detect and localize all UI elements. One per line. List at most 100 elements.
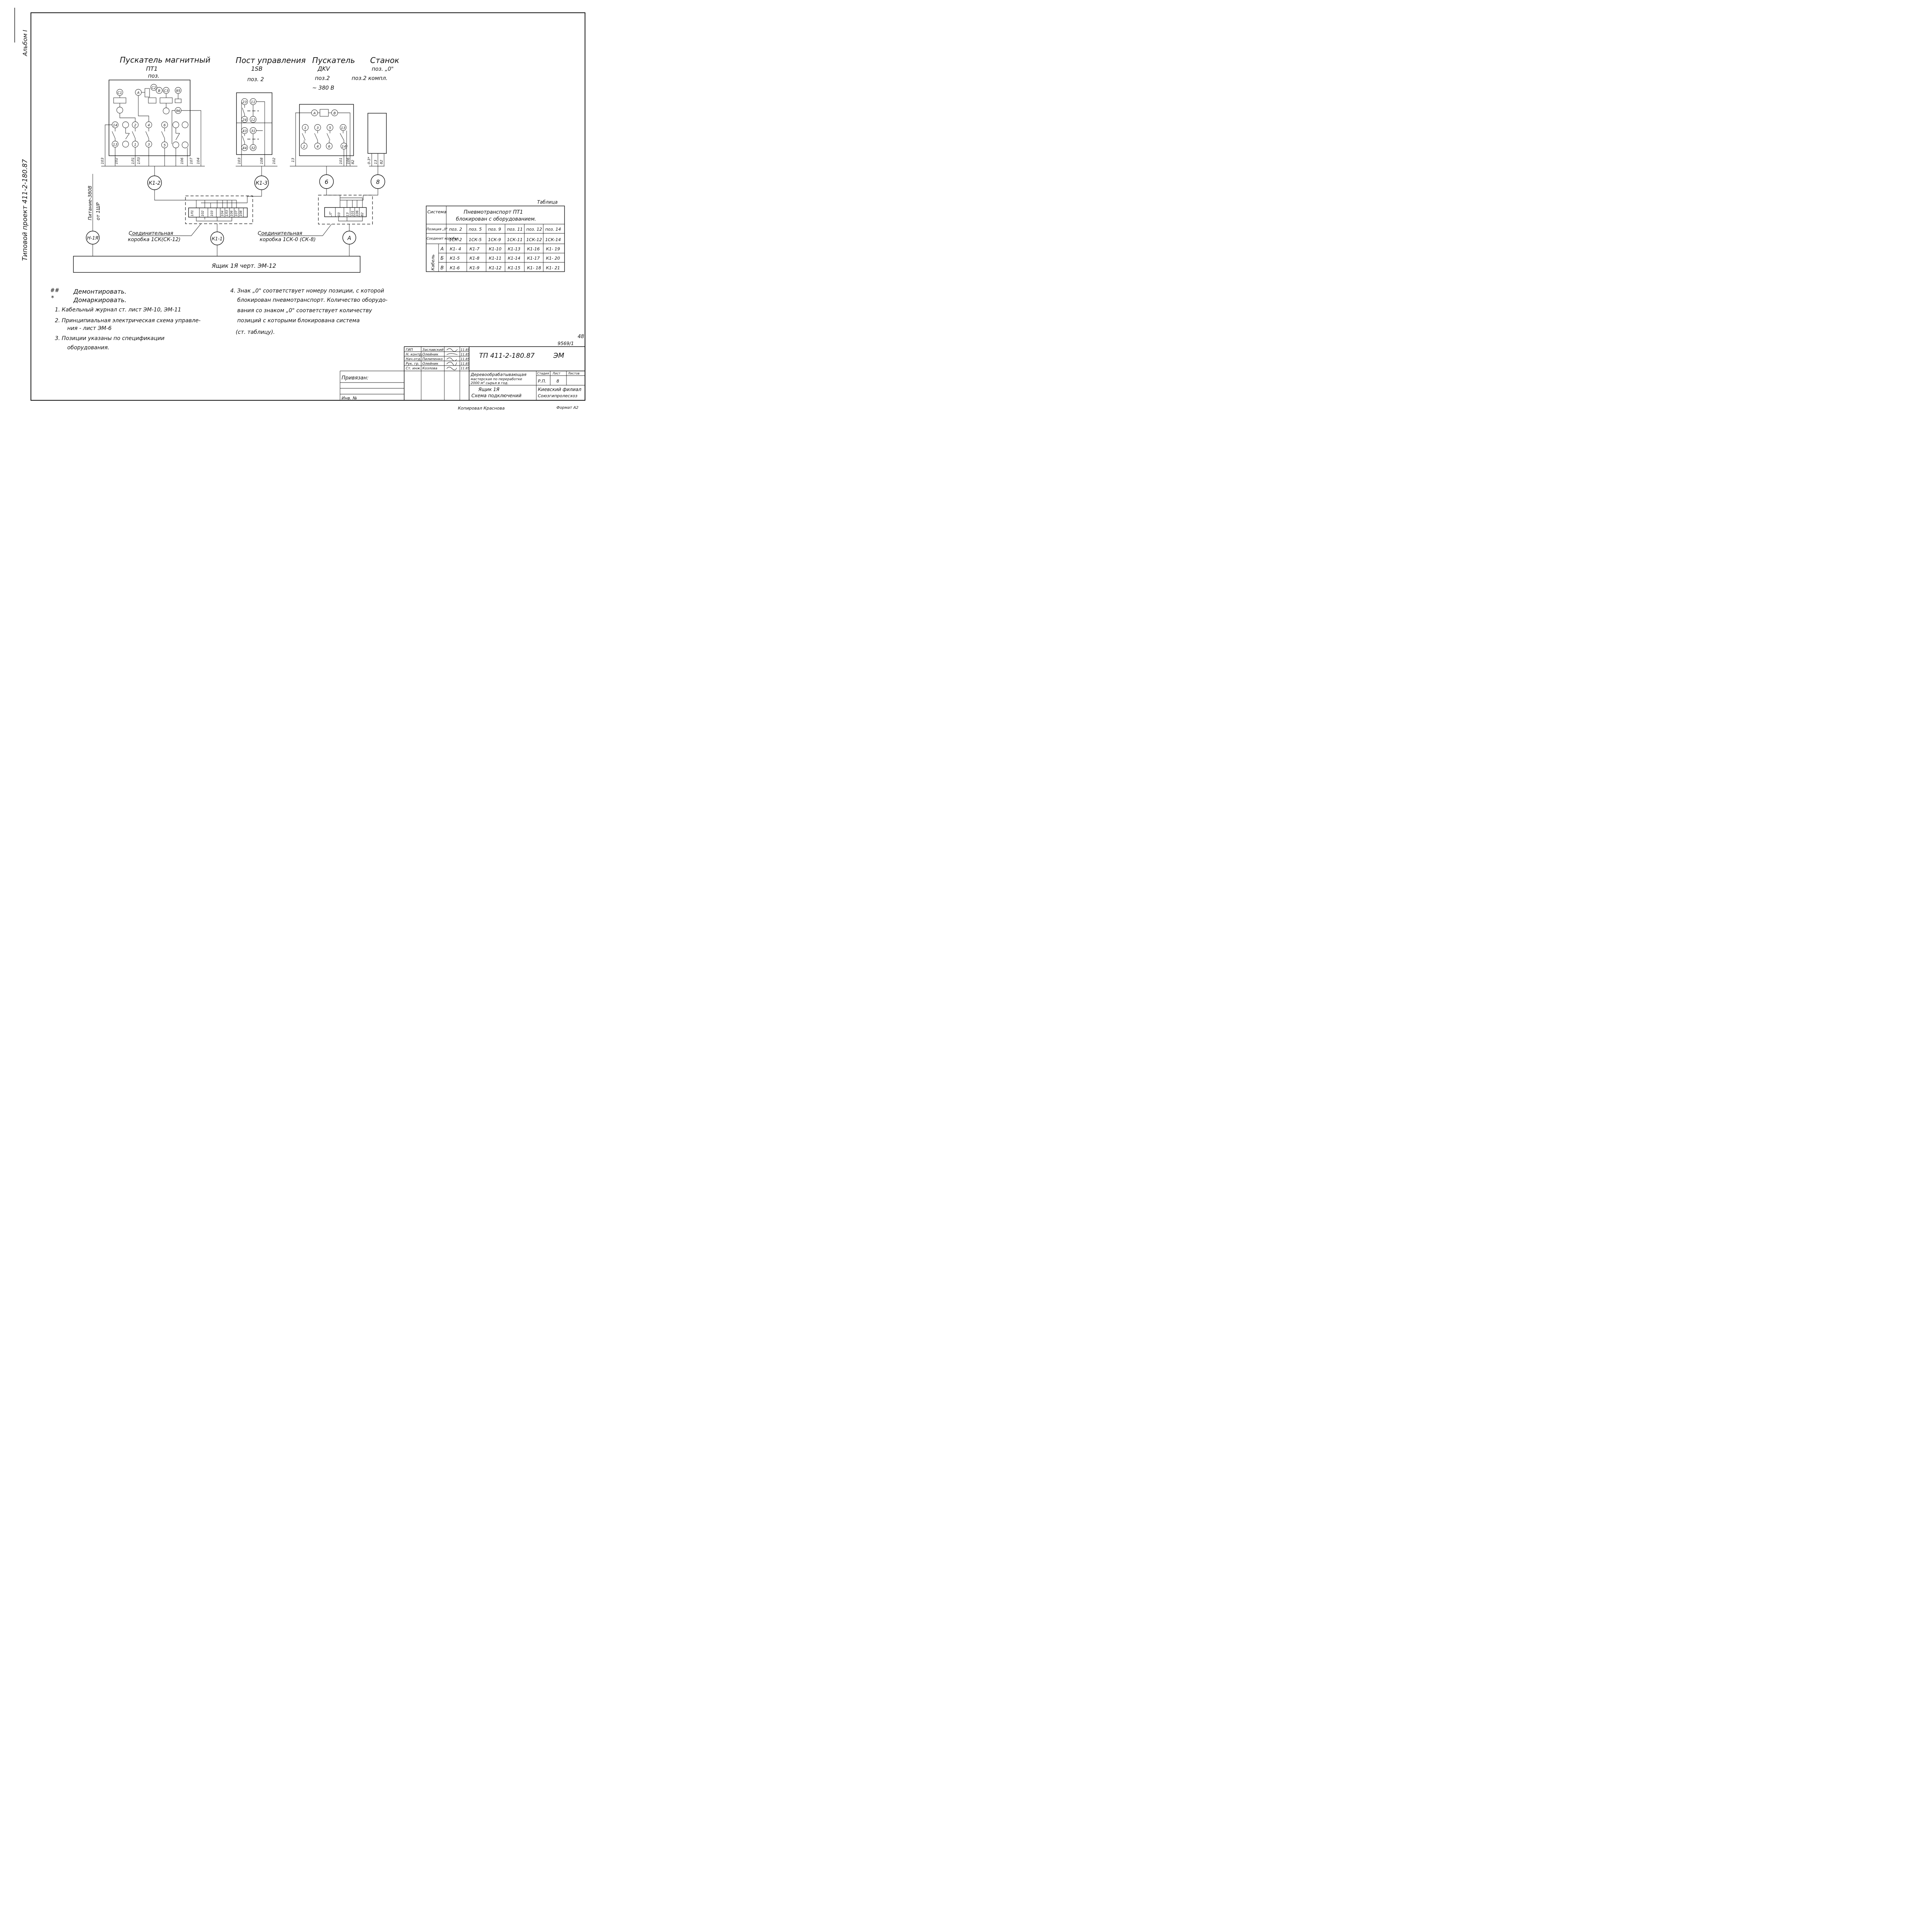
table-row-key-1: Б <box>440 255 444 261</box>
stamp-title2: мастерская по переработке <box>471 378 522 381</box>
pt1-96: 96 <box>176 109 180 113</box>
date-1: 11.85 <box>461 353 469 356</box>
stamp-sheet-h: Лист <box>552 372 561 375</box>
cable-6: 6 <box>325 179 328 185</box>
post-title: Пост управления <box>236 56 306 65</box>
pt1-title: Пускатель магнитный <box>120 55 211 65</box>
j1-t6: 106 <box>230 211 233 216</box>
post-w-103: 103 <box>238 158 242 164</box>
cable-a: А <box>347 235 351 242</box>
j2-t6: 82 <box>361 213 364 216</box>
pt1-w-102: 102 <box>115 158 119 164</box>
note-n4d: позиций с которыми блокирована система <box>237 318 360 324</box>
table-cell-1-3: К1-14 <box>508 256 520 261</box>
j1-t1: 1Л1 <box>190 210 194 216</box>
table-cell-0-2: К1-10 <box>489 247 502 252</box>
name-4: Козлова <box>422 367 437 371</box>
j2-t5: 106 <box>355 211 359 216</box>
doc-code: 9569/1 <box>558 341 574 346</box>
pt1-w-1l1: 1Л1 <box>131 157 135 164</box>
pt1-5: 5 <box>163 144 166 148</box>
cable-k1-3: К1-3 <box>256 180 267 186</box>
connection-diagram: Альбом I Типовой проект 411-2-180.87 Пус… <box>14 8 585 411</box>
kv-2: 2 <box>303 145 305 149</box>
table-cell-1-2: К1-11 <box>489 256 502 261</box>
role-1: Н. контр. <box>406 353 422 357</box>
table-cell-0-1: К1-7 <box>469 247 480 252</box>
kv-4: 4 <box>316 145 319 149</box>
pt1-sub: ПТ1 <box>146 65 158 72</box>
table-pos-4: поз. 12 <box>526 227 542 232</box>
note2: Домаркировать. <box>73 296 126 304</box>
role-3: Рук. гр. <box>406 362 419 366</box>
table-pos-3: поз. 11 <box>507 227 523 232</box>
pt1-2: 2 <box>134 124 136 128</box>
table-box-3: 1СК-11 <box>507 237 522 242</box>
signatures <box>446 348 458 370</box>
stamp-sub1: Ящик 1Я <box>478 387 500 392</box>
stamp-bound: Привязан: <box>342 375 369 381</box>
pt1-14: 14 <box>113 124 117 128</box>
power-line2: от 1ШР <box>95 202 101 220</box>
cable-n-1ya: Н-1Я <box>87 235 99 241</box>
j1-t8: 108 <box>239 211 243 216</box>
post-block: 23 11 24 12 43 31 44 32 103 108 102 <box>236 92 277 176</box>
machine-sub: поз. „0" <box>372 66 394 72</box>
kv-a: А <box>313 112 316 116</box>
pt1-4: 4 <box>148 124 150 128</box>
note-n4b: блокирован пневмотранспорт. Количество о… <box>237 297 388 303</box>
pt1-block: С1 А С2 В С3 95 96 14 13 2 1 4 3 6 5 <box>101 80 205 176</box>
table-cell-0-3: К1-13 <box>508 247 520 252</box>
kv-13: 13 <box>341 126 345 130</box>
table-box-5: 1СК-14 <box>545 237 561 242</box>
stamp-sheet: 8 <box>556 379 559 384</box>
stamp-title3: 2000 м³ сырья в год. <box>471 381 509 385</box>
stamp-format: Формат А2 <box>556 406 578 410</box>
stamp-org1: Киевский филиал <box>538 387 582 392</box>
post-44: 44 <box>242 146 247 150</box>
table-cell-2-5: К1- 21 <box>546 265 560 270</box>
j2-t2: 03 <box>337 213 341 216</box>
note-mark2: * <box>51 294 54 301</box>
date-0: 11.85 <box>461 348 469 352</box>
machine-title: Станок <box>370 56 399 65</box>
table-pos-2: поз. 9 <box>488 227 501 232</box>
table-caption: Таблица <box>537 199 558 205</box>
junction-box-1: 1Л1 102 103 104 1Л3 106 107 108 <box>185 196 253 224</box>
table-row-key-0: А <box>440 246 444 252</box>
stamp-inv: Инв. № <box>342 396 357 401</box>
junction-box-2: „0" 03 13 101 106 82 <box>318 195 373 224</box>
pt1-w-104: 104 <box>197 158 201 164</box>
post-w-102: 102 <box>272 158 276 164</box>
cable-k1-2: К1-2 <box>149 180 160 186</box>
table-pos-5: поз. 14 <box>545 227 561 232</box>
role-2: Нач.отд. <box>406 357 421 361</box>
note-mark1: ## <box>50 287 59 294</box>
name-3: Олейник <box>422 362 439 366</box>
post-w-108: 108 <box>260 158 264 164</box>
name-0: Заславский <box>422 348 444 352</box>
junction1-label2: коробка 1СК(СК-12) <box>128 237 180 243</box>
j1-t3: 103 <box>210 211 214 216</box>
kv-pos: поз.2 <box>315 75 330 82</box>
box-1ya-label: Ящик 1Я черт. ЭМ-12 <box>211 262 276 269</box>
kv-block: А В 1 3 5 13 2 4 6 14 13 101 106 82 <box>290 104 357 175</box>
j1-t5: 1Л3 <box>225 210 229 216</box>
post-11: 11 <box>251 100 255 104</box>
note-n4a: 4. Знак „0" соответствует номеру позиции… <box>230 288 384 294</box>
table-header2: блокирован с оборудованием. <box>456 216 536 222</box>
table-box-0: 1СК-2 <box>449 237 462 242</box>
stamp-sheets-h: Листов <box>568 372 580 375</box>
stamp-stage-h: Стадия <box>537 372 549 375</box>
table-box-2: 1СК-9 <box>488 237 501 242</box>
name-2: Пилипенко <box>422 357 443 361</box>
table-cell-1-1: К1-8 <box>469 256 480 261</box>
stamp-sub2: Схема подключений <box>471 393 522 398</box>
table-cell-2-3: К1-15 <box>508 265 520 270</box>
table-cell-0-4: К1-16 <box>527 247 540 252</box>
table-pos-label: Позиция „0" <box>427 228 448 231</box>
note-n3a: 3. Позиции указаны по спецификации <box>55 335 165 342</box>
pt1-6: 6 <box>163 124 166 128</box>
role-0: ГИП <box>406 348 413 352</box>
pt1-3: 3 <box>148 143 150 147</box>
